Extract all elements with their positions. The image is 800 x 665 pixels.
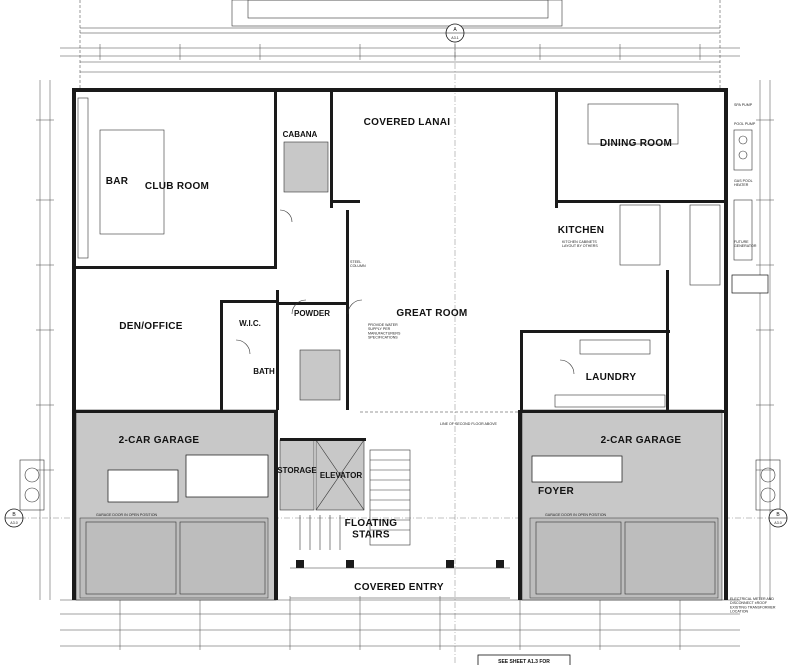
grid-ref-top: A3.1 <box>451 36 458 40</box>
room-label-dining-room: DINING ROOM <box>600 138 672 149</box>
ac-units-left <box>19 459 781 511</box>
room-label-kitchen: KITCHEN <box>558 225 605 236</box>
door-swings <box>235 209 575 375</box>
storage-elevator-core <box>279 438 366 511</box>
room-label-bath: BATH <box>253 367 275 376</box>
pool-equipment <box>731 129 769 294</box>
room-labels: COVERED LANAI CABANA DINING ROOM BAR CLU… <box>106 117 682 593</box>
room-label-covered-entry: COVERED ENTRY <box>354 582 444 593</box>
note-second-floor-line: LINE OF SECOND FLOOR ABOVE <box>440 422 498 426</box>
grid-tag-left: B <box>12 512 16 518</box>
grid-bubble-right: B A3.0 <box>768 508 788 528</box>
garage-left-area <box>72 409 278 601</box>
room-label-den-office: DEN/OFFICE <box>119 321 183 332</box>
room-label-great-room: GREAT ROOM <box>396 308 467 319</box>
room-label-covered-lanai: COVERED LANAI <box>364 117 451 128</box>
note-garage-door-right: GARAGE DOOR IN OPEN POSITION <box>545 513 607 517</box>
grid-bubble-left: B A3.0 <box>4 508 24 528</box>
room-label-club-room: CLUB ROOM <box>145 181 209 192</box>
room-label-wic: W.I.C. <box>239 319 261 328</box>
note-garage-door-left: GARAGE DOOR IN OPEN POSITION <box>96 513 158 517</box>
entry-columns <box>290 560 510 599</box>
see-sheet-callout: SEE SHEET A1.3 FOR <box>477 654 571 665</box>
room-label-powder: POWDER <box>294 309 330 318</box>
room-label-garage-right: 2-CAR GARAGE <box>601 435 682 446</box>
grid-tag-top: A <box>453 27 457 33</box>
pool-deck-top <box>79 0 721 90</box>
garage-right-area <box>518 409 728 601</box>
floating-stairs-treads <box>299 449 411 550</box>
kitchen-fixtures <box>554 103 721 408</box>
room-label-elevator: ELEVATOR <box>320 471 362 480</box>
grid-bubble-top: A A3.1 <box>445 23 465 43</box>
grid-ref-right: A3.0 <box>774 521 781 525</box>
room-label-storage: STORAGE <box>277 466 317 475</box>
note-spa-pump: SPA PUMP <box>734 103 753 107</box>
room-label-bar: BAR <box>106 176 129 187</box>
club-room-fixtures <box>77 97 165 259</box>
grid-ref-left: A3.0 <box>10 521 17 525</box>
grid-tag-right: B <box>776 512 780 518</box>
note-pool-pump: POOL PUMP <box>734 122 756 126</box>
wet-areas <box>283 141 341 401</box>
room-label-garage-left: 2-CAR GARAGE <box>119 435 200 446</box>
exterior-walls <box>72 88 728 410</box>
boxed-notes <box>107 454 623 503</box>
see-sheet-text: SEE SHEET A1.3 FOR <box>498 659 550 665</box>
room-label-laundry: LAUNDRY <box>586 372 637 383</box>
room-label-foyer: FOYER <box>538 486 574 497</box>
room-label-cabana: CABANA <box>283 130 318 139</box>
